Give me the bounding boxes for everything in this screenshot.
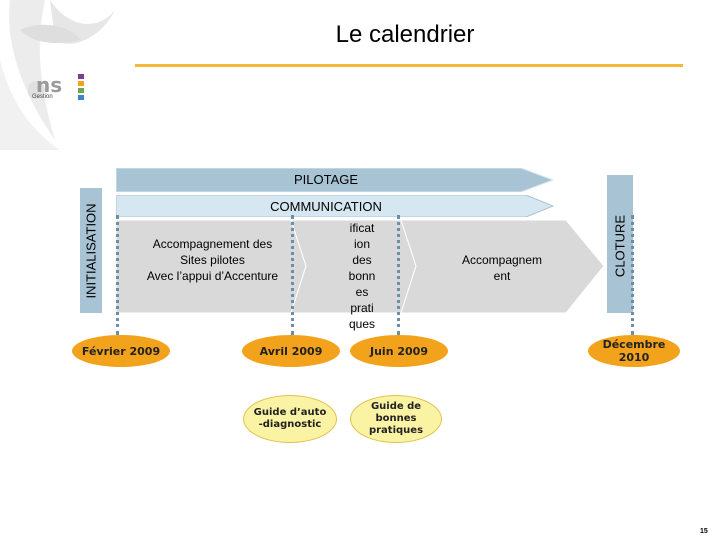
milestone-line-fevrier bbox=[116, 215, 119, 335]
cloture-label: CLOTURE bbox=[612, 214, 628, 278]
milestone-decembre: Décembre 2010 bbox=[588, 335, 680, 367]
phase-chevrons bbox=[116, 220, 605, 313]
milestone-avril: Avril 2009 bbox=[242, 335, 340, 367]
initialisation-bar bbox=[80, 188, 102, 313]
title-rule bbox=[135, 64, 683, 67]
communication-label: COMMUNICATION bbox=[270, 199, 382, 214]
pilotage-band bbox=[116, 168, 555, 192]
nsi-logo: ns Gestion bbox=[27, 70, 98, 106]
page-number: 15 bbox=[700, 528, 708, 535]
phase-bonnes-pratiques: ificat ion des bonn es prati ques bbox=[348, 221, 376, 331]
deliverable-guide-bonnes-pratiques: Guide de bonnes pratiques bbox=[350, 395, 442, 443]
slide-title: Le calendrier bbox=[335, 21, 475, 48]
svg-text:ns: ns bbox=[36, 73, 62, 97]
leaf-decoration bbox=[0, 0, 118, 150]
milestone-line-avril bbox=[291, 215, 294, 335]
pilotage-label: PILOTAGE bbox=[293, 172, 359, 187]
logo-subtext: Gestion bbox=[32, 94, 53, 100]
milestone-line-decembre bbox=[631, 215, 634, 335]
milestone-line-juin bbox=[397, 215, 400, 335]
cloture-bar bbox=[607, 175, 633, 313]
milestone-juin: Juin 2009 bbox=[350, 335, 448, 367]
phase-sites-pilotes: Accompagnement des Sites pilotes Avec l’… bbox=[146, 237, 279, 283]
milestone-fevrier: Février 2009 bbox=[72, 335, 170, 367]
phase-accompagnement: Accompagnem ent bbox=[461, 253, 543, 283]
communication-band bbox=[116, 195, 555, 217]
deliverable-guide-auto-diagnostic: Guide d’auto -diagnostic bbox=[243, 395, 337, 443]
initialisation-label: INITIALISATION bbox=[83, 203, 99, 299]
